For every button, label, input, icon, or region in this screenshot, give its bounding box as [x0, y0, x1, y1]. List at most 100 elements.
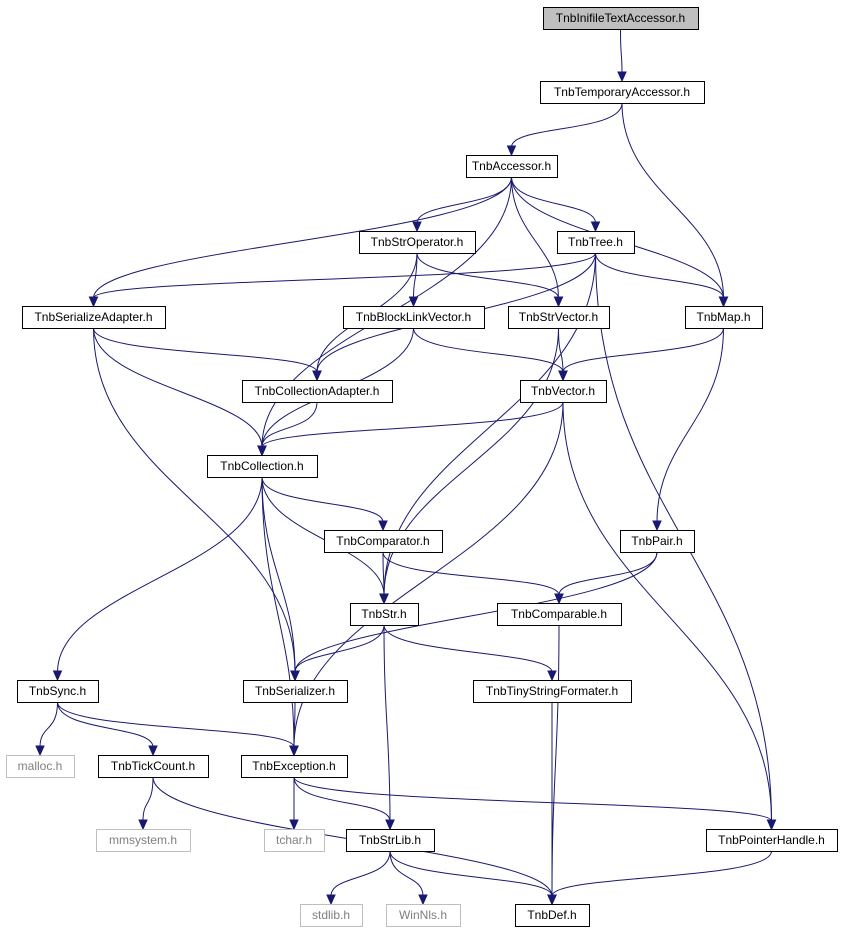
- node-exception[interactable]: TnbException.h: [241, 755, 348, 778]
- edge-line: [656, 327, 724, 523]
- edge-line: [382, 551, 385, 596]
- node-label: TnbStrOperator.h: [371, 235, 464, 249]
- arrowhead: [590, 221, 601, 233]
- edge-line: [383, 327, 559, 596]
- edge-line: [416, 176, 512, 224]
- node-label: TnbTinyStringFormater.h: [486, 684, 618, 698]
- node-label: malloc.h: [18, 759, 63, 773]
- edge-accessor-to-stroperator: [412, 176, 512, 233]
- edge-collection-to-exception: [261, 476, 299, 757]
- arrowhead: [766, 819, 777, 831]
- node-blocklinkvector[interactable]: TnbBlockLinkVector.h: [343, 306, 485, 329]
- edge-line: [389, 850, 553, 897]
- node-temporary[interactable]: TnbTemporaryAccessor.h: [540, 81, 705, 104]
- node-box: [520, 380, 607, 403]
- node-label: TnbCollectionAdapter.h: [255, 384, 380, 398]
- arrowhead: [379, 593, 389, 605]
- arrowhead: [547, 670, 557, 682]
- node-tinystring[interactable]: TnbTinyStringFormater.h: [473, 680, 632, 703]
- node-label: TnbSerializer.h: [255, 684, 335, 698]
- node-inifile[interactable]: TnbInifileTextAccessor.h: [543, 7, 699, 30]
- node-pointerhandle[interactable]: TnbPointerHandle.h: [706, 829, 838, 852]
- edge-str-to-serializer: [290, 624, 385, 682]
- edge-strlib-to-stdlib: [326, 850, 391, 906]
- edge-line: [621, 102, 724, 299]
- node-tree[interactable]: TnbTree.h: [557, 231, 635, 254]
- node-def[interactable]: TnbDef.h: [515, 904, 590, 927]
- edge-line: [57, 476, 263, 673]
- node-box: [540, 81, 705, 104]
- node-box: [350, 603, 419, 626]
- node-malloc: malloc.h: [6, 755, 75, 778]
- node-box: [243, 680, 348, 703]
- edge-line: [93, 252, 596, 299]
- node-box: [241, 755, 348, 778]
- node-label: TnbCollection.h: [220, 459, 303, 473]
- edge-line: [511, 176, 596, 224]
- node-label: TnbInifileTextAccessor.h: [556, 11, 685, 25]
- edge-collection-to-sync: [52, 476, 263, 682]
- node-label: TnbComparable.h: [511, 607, 607, 621]
- node-strvector[interactable]: TnbStrVector.h: [508, 306, 610, 329]
- node-label: TnbStrLib.h: [359, 833, 421, 847]
- edge-line: [382, 551, 560, 596]
- node-label: TnbVector.h: [531, 384, 595, 398]
- node-box: [98, 755, 209, 778]
- node-label: TnbSync.h: [29, 684, 86, 698]
- node-str[interactable]: TnbStr.h: [350, 603, 419, 626]
- arrowhead: [547, 894, 557, 906]
- edge-line: [562, 327, 724, 373]
- node-stroperator[interactable]: TnbStrOperator.h: [359, 231, 476, 254]
- node-strlib[interactable]: TnbStrLib.h: [346, 829, 435, 852]
- edge-line: [551, 850, 772, 897]
- node-box: [264, 829, 325, 852]
- node-comparable[interactable]: TnbComparable.h: [497, 603, 622, 626]
- node-sync[interactable]: TnbSync.h: [17, 680, 99, 703]
- edge-line: [142, 776, 154, 822]
- node-label: TnbTickCount.h: [111, 759, 195, 773]
- node-pair[interactable]: TnbPair.h: [620, 530, 695, 553]
- node-label: TnbStr.h: [361, 607, 406, 621]
- node-collectionadapter[interactable]: TnbCollectionAdapter.h: [242, 380, 393, 403]
- node-box: [324, 530, 443, 553]
- edge-collection-to-comparator: [261, 476, 388, 532]
- edge-stroperator-to-strvector: [416, 252, 564, 308]
- node-accessor[interactable]: TnbAccessor.h: [466, 155, 558, 178]
- arrowhead: [138, 819, 148, 831]
- edge-line: [551, 624, 560, 897]
- node-box: [207, 455, 318, 478]
- edge-pair-to-comparable: [554, 551, 658, 605]
- node-label: TnbDef.h: [527, 908, 576, 922]
- edge-sync-to-malloc: [35, 701, 58, 757]
- arrowhead: [553, 296, 564, 308]
- edge-line: [294, 624, 385, 673]
- edge-line: [93, 327, 296, 673]
- edge-line: [562, 401, 772, 822]
- node-label: TnbAccessor.h: [472, 159, 551, 173]
- arrowhead: [558, 370, 568, 382]
- node-serializeadapter[interactable]: TnbSerializeAdapter.h: [22, 306, 166, 329]
- edge-line: [293, 776, 391, 822]
- edge-line: [261, 476, 295, 748]
- edge-temporary-to-accessor: [506, 102, 623, 157]
- node-box: [620, 530, 695, 553]
- edge-line: [511, 176, 559, 299]
- edge-serializeadapter-to-collectionadapter: [93, 327, 322, 382]
- node-collection[interactable]: TnbCollection.h: [207, 455, 318, 478]
- node-label: TnbBlockLinkVector.h: [356, 310, 471, 324]
- node-box: [386, 904, 461, 927]
- edge-line: [389, 850, 424, 897]
- node-serializer[interactable]: TnbSerializer.h: [243, 680, 348, 703]
- node-map[interactable]: TnbMap.h: [685, 306, 763, 329]
- node-vector[interactable]: TnbVector.h: [520, 380, 607, 403]
- edge-tree-to-serializeadapter: [88, 252, 596, 308]
- arrowhead: [385, 819, 395, 831]
- node-tickcount[interactable]: TnbTickCount.h: [98, 755, 209, 778]
- node-layer: TnbInifileTextAccessor.hTnbTemporaryAcce…: [6, 7, 838, 927]
- edge-map-to-pair: [652, 327, 724, 532]
- node-comparator[interactable]: TnbComparator.h: [324, 530, 443, 553]
- node-box: [346, 829, 435, 852]
- node-box: [96, 829, 191, 852]
- node-box: [515, 904, 590, 927]
- edge-tree-to-map: [595, 252, 729, 308]
